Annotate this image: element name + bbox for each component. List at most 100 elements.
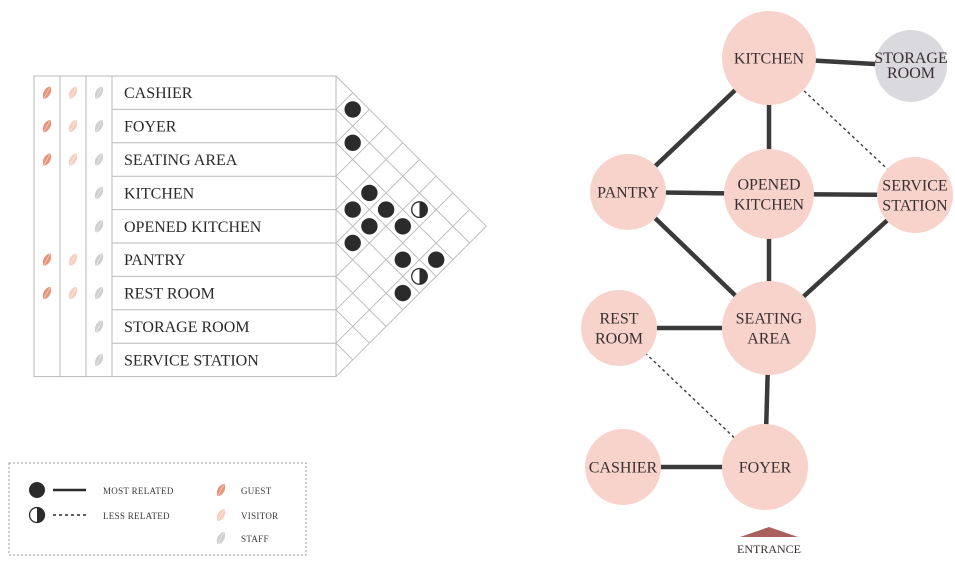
matrix-gridline (335, 209, 420, 294)
visitor-access-icon (68, 253, 78, 266)
visitor-leaf-icon (216, 508, 226, 522)
most-related-mark (361, 218, 378, 235)
staff-access-icon (94, 353, 104, 367)
adjacency-matrix: CASHIER FOYER SEATING AREA KITCHEN OPENED KI… (33, 75, 487, 378)
matrix-gridline (335, 192, 454, 311)
most-related-mark (394, 284, 411, 302)
node-kitchen: KITCHEN (722, 11, 816, 105)
node-label: SERVICE (882, 177, 947, 194)
room-label: FOYER (124, 119, 177, 136)
node-circle (585, 429, 661, 505)
most-related-mark (344, 134, 361, 151)
room-label: OPENED KITCHEN (124, 219, 262, 236)
node-foyer: FOYER (722, 424, 808, 510)
legend-box (8, 462, 307, 556)
guest-access-icon (42, 153, 52, 166)
node-cashier: CASHIER (585, 429, 661, 505)
room-label: SEATING AREA (124, 152, 238, 169)
guest-label: GUEST (241, 486, 272, 496)
matrix-gridline (335, 75, 487, 227)
most-related-mark (344, 201, 361, 218)
node-circle (877, 157, 953, 233)
node-circle (722, 424, 808, 510)
room-label: KITCHEN (124, 185, 195, 202)
staff-access-icon (94, 186, 104, 200)
node-label: OPENED (737, 176, 800, 193)
guest-access-icon (42, 119, 52, 133)
node-label: CASHIER (589, 459, 658, 476)
matrix-gridline (335, 142, 404, 210)
staff-access-icon (94, 320, 104, 333)
node-circle (722, 281, 816, 375)
matrix-gridline (335, 142, 454, 261)
staff-access-icon (94, 286, 104, 300)
matrix-gridline (335, 276, 387, 327)
legend: MOST RELATED LESS RELATED GUEST VISITOR … (8, 462, 307, 556)
node-service: SERVICE STATION (877, 157, 953, 233)
entrance-label: ENTRANCE (737, 542, 801, 556)
less-related-label: LESS RELATED (103, 511, 170, 521)
node-label: STATION (882, 197, 948, 214)
guest-access-icon (42, 286, 52, 300)
matrix-gridline (335, 225, 487, 377)
most-related-mark (428, 251, 445, 268)
most-related-mark (394, 251, 411, 268)
room-label: STORAGE ROOM (124, 319, 250, 336)
matrix-gridline (335, 159, 420, 244)
matrix-gridline (335, 175, 437, 277)
less-related-mark-fill (419, 201, 428, 218)
node-label: ROOM (595, 330, 643, 347)
room-label: SERVICE STATION (124, 352, 259, 369)
node-circle (590, 154, 666, 230)
visitor-access-icon (68, 119, 78, 133)
node-circle (581, 290, 657, 366)
staff-access-icon (94, 153, 104, 166)
guest-access-icon (42, 86, 52, 99)
matrix-gridline (335, 209, 470, 344)
staff-access-icon (94, 119, 104, 133)
room-label: REST ROOM (124, 286, 215, 303)
node-label: PANTRY (597, 184, 659, 201)
node-label: REST (599, 310, 638, 327)
less-related-mark-fill (419, 268, 428, 285)
node-seating: SEATING AREA (722, 281, 816, 375)
node-label: AREA (747, 330, 791, 347)
matrix-frame (33, 75, 337, 378)
room-label: PANTRY (124, 252, 186, 269)
most-related-mark (394, 218, 411, 235)
matrix-gridline (335, 109, 370, 144)
guest-access-icon (42, 253, 52, 266)
node-label: SEATING (736, 310, 803, 327)
matrix-gridline (335, 92, 354, 110)
most-related-mark (344, 101, 361, 118)
less-related-half-fill (37, 507, 45, 523)
guest-leaf-icon (216, 483, 226, 497)
edges (618, 55, 917, 470)
node-label: ROOM (887, 65, 935, 82)
node-circle (875, 30, 947, 102)
visitor-access-icon (68, 286, 78, 300)
matrix-gridline (335, 125, 387, 177)
visitor-access-icon (68, 86, 78, 99)
node-label: FOYER (739, 459, 792, 476)
visitor-label: VISITOR (241, 511, 278, 521)
staff-leaf-icon (216, 531, 226, 545)
most-related-mark (344, 234, 361, 252)
most-related-mark (361, 184, 378, 202)
node-label: KITCHEN (734, 50, 805, 67)
staff-access-icon (94, 86, 104, 99)
staff-access-icon (94, 253, 104, 266)
node-label: STORAGE (874, 50, 948, 67)
visitor-access-icon (68, 153, 78, 166)
staff-label: STAFF (241, 534, 269, 544)
room-label: CASHIER (124, 85, 193, 102)
staff-access-icon (94, 220, 104, 233)
node-restroom: REST ROOM (581, 290, 657, 366)
most-related-dot (29, 482, 45, 498)
node-circle (722, 11, 816, 105)
most-related-label: MOST RELATED (103, 486, 174, 496)
